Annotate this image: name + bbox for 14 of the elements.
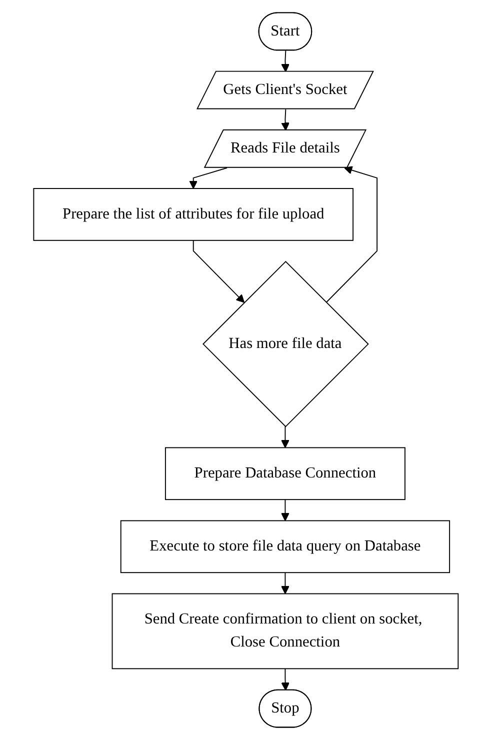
arrow bbox=[280, 668, 290, 691]
node-diamond: Has more file data bbox=[202, 260, 368, 428]
node-box: Prepare Database Connection bbox=[164, 447, 406, 500]
arrow bbox=[280, 50, 290, 72]
node-box: Send Create confirmation to client on socket, Close Connection bbox=[111, 593, 458, 670]
arrow bbox=[280, 426, 289, 448]
arrow bbox=[192, 240, 244, 303]
arrow bbox=[325, 166, 378, 304]
arrow bbox=[188, 167, 228, 189]
arrow bbox=[280, 108, 290, 131]
node-box: Prepare the list of attributes for file upload bbox=[32, 188, 354, 241]
arrow bbox=[280, 572, 289, 594]
arrow bbox=[280, 499, 289, 522]
node-box: Execute to store file data query on Database bbox=[120, 520, 450, 574]
